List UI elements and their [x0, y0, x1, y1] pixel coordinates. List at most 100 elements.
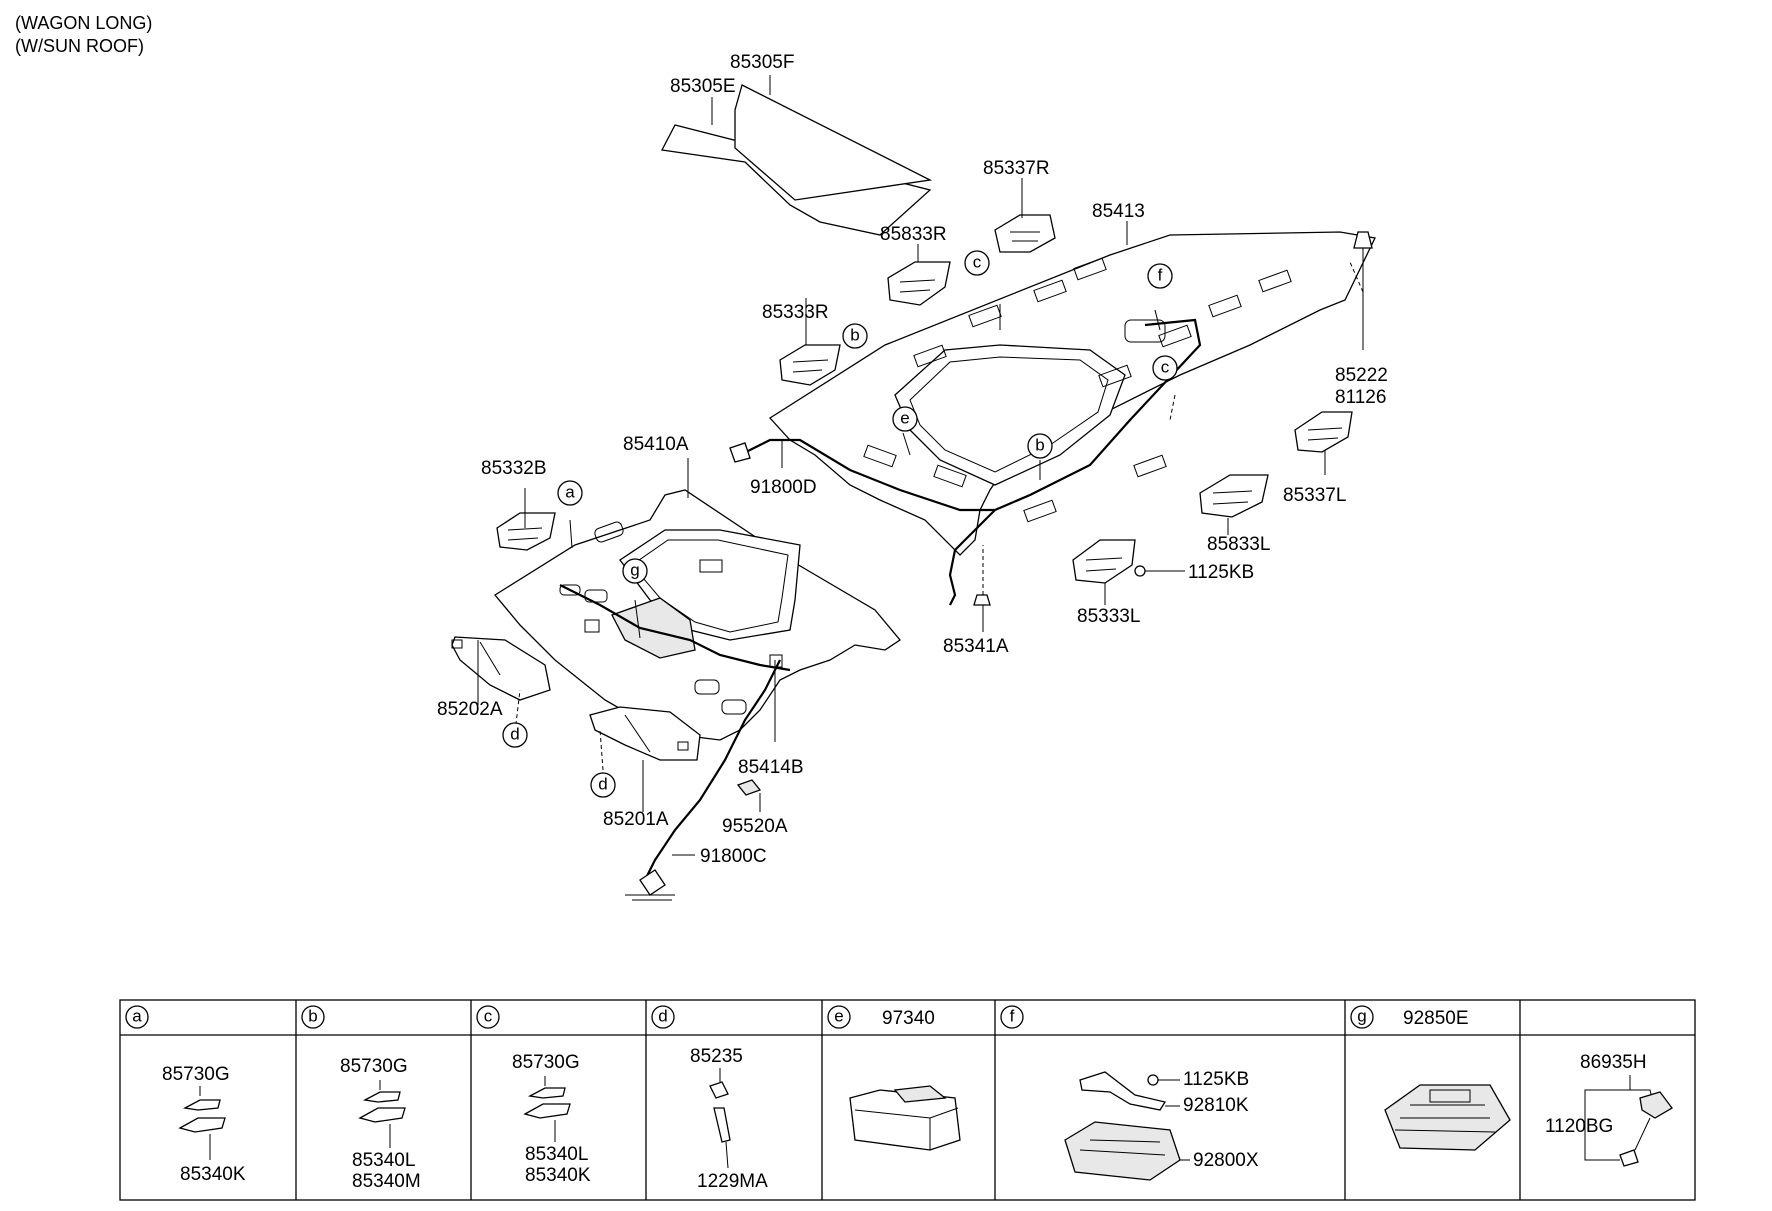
module-97340: [849, 1085, 961, 1151]
svg-text:e: e: [834, 1007, 843, 1026]
circle-ref-a: a: [557, 480, 583, 506]
circle-ref-b2: b: [1027, 433, 1053, 459]
callout-81126: 81126: [1335, 387, 1386, 408]
table-cell-c-header: c: [476, 1005, 500, 1029]
callout-85413: 85413: [1092, 201, 1145, 222]
table-cell-e-part: 97340: [882, 1008, 935, 1029]
svg-text:g: g: [630, 561, 639, 580]
svg-text:d: d: [598, 775, 607, 794]
table-b-part-1: 85730G: [340, 1056, 408, 1077]
callout-85833L: 85833L: [1207, 534, 1270, 555]
svg-text:d: d: [510, 725, 519, 744]
callout-85222: 85222: [1335, 365, 1388, 386]
table-c-part-2: 85340L: [525, 1144, 588, 1165]
circle-ref-b1: b: [842, 323, 868, 349]
table-c-part-3: 85340K: [525, 1165, 591, 1186]
callout-95520A: 95520A: [722, 816, 788, 837]
svg-text:a: a: [565, 483, 575, 502]
table-cell-f-header: f: [1000, 1005, 1024, 1029]
model-line-1: (WAGON LONG): [15, 13, 152, 33]
callout-85333L: 85333L: [1077, 606, 1140, 627]
svg-text:b: b: [308, 1007, 317, 1026]
headlining-85413: [739, 231, 1376, 606]
table-d-part-1: 85235: [690, 1046, 743, 1067]
circle-ref-c1: c: [964, 250, 990, 276]
circle-ref-g: g: [622, 558, 648, 584]
callout-85201A: 85201A: [603, 809, 669, 830]
connector-91800C: [625, 869, 675, 901]
callout-85341A: 85341A: [943, 636, 1009, 657]
table-cell-g-header: g: [1350, 1005, 1374, 1029]
sunroof-pad-85305F: [734, 84, 933, 201]
svg-text:a: a: [132, 1007, 142, 1026]
bracket-85333L: [1072, 539, 1136, 584]
svg-text:d: d: [658, 1007, 667, 1026]
callout-1125KB: 1125KB: [1188, 562, 1254, 583]
callout-85414B: 85414B: [738, 757, 804, 778]
bracket-85833R: [887, 261, 951, 306]
circle-ref-d1: d: [502, 722, 528, 748]
svg-text:b: b: [1035, 436, 1044, 455]
table-a-part-2: 85340K: [180, 1164, 246, 1185]
svg-text:c: c: [1161, 358, 1170, 377]
callout-85337R: 85337R: [983, 158, 1050, 179]
table-b-part-2: 85340L: [352, 1150, 415, 1171]
callout-85332B: 85332B: [481, 458, 547, 479]
callout-91800D: 91800D: [750, 477, 817, 498]
connector-91800D: [729, 442, 751, 463]
svg-text:b: b: [850, 326, 859, 345]
bracket-85332B: [496, 512, 556, 551]
room-lamp-f: [1064, 1071, 1190, 1181]
assist-handle-c: [523, 1076, 571, 1142]
table-d-part-2: 1229MA: [697, 1171, 768, 1192]
svg-text:f: f: [1158, 266, 1163, 285]
table-h-part-1: 86935H: [1580, 1052, 1647, 1073]
sensor-86935H: [1584, 1075, 1673, 1167]
svg-text:g: g: [1357, 1007, 1366, 1026]
callout-85833R: 85833R: [880, 224, 947, 245]
model-line-2: (W/SUN ROOF): [15, 36, 144, 56]
table-f-part-2: 92810K: [1183, 1095, 1249, 1116]
table-f-part-3: 92800X: [1193, 1150, 1259, 1171]
svg-text:e: e: [900, 409, 909, 428]
callout-85305E: 85305E: [670, 76, 736, 97]
bracket-85833L: [1199, 474, 1269, 518]
reference-table: a b c d e 97340 f g 92850E 85730G 85340K…: [119, 999, 1696, 1201]
circle-ref-f: f: [1147, 263, 1173, 289]
table-cell-e-header: e: [827, 1005, 851, 1029]
bracket-85337R: [994, 214, 1056, 253]
callout-91800C: 91800C: [700, 846, 767, 867]
overhead-console-92850E: [1384, 1084, 1511, 1151]
table-h-part-2: 1120BG: [1545, 1116, 1613, 1137]
svg-text:f: f: [1010, 1007, 1015, 1026]
clip-85341A: [973, 594, 991, 606]
table-cell-b-header: b: [301, 1005, 325, 1029]
table-c-part-1: 85730G: [512, 1052, 580, 1073]
callout-85410A: 85410A: [623, 434, 689, 455]
callout-85337L: 85337L: [1283, 485, 1346, 506]
table-cell-g-part: 92850E: [1403, 1008, 1469, 1029]
svg-text:c: c: [973, 253, 982, 272]
table-b-part-3: 85340M: [352, 1171, 421, 1192]
sunvisor-85202A: [451, 636, 551, 701]
bolt-1125KB: [1134, 565, 1155, 577]
clip-85222: [1353, 231, 1373, 258]
svg-text:c: c: [484, 1007, 493, 1026]
circle-ref-c2: c: [1152, 355, 1178, 381]
circle-ref-e: e: [892, 406, 918, 432]
bracket-85333R: [779, 344, 841, 386]
callout-85333R: 85333R: [762, 302, 829, 323]
assist-handle-b: [358, 1080, 406, 1148]
lamp-95520A: [736, 779, 762, 796]
leader-lines: [477, 75, 1364, 856]
assist-handle-a: [178, 1086, 226, 1160]
bracket-85337L: [1294, 411, 1353, 453]
circle-ref-d2: d: [590, 772, 616, 798]
callout-85305F: 85305F: [730, 52, 794, 73]
sunvisor-85201A: [589, 706, 701, 761]
headlining-85410A: [494, 489, 901, 881]
table-cell-a-header: a: [125, 1005, 149, 1029]
table-a-part-1: 85730G: [162, 1064, 230, 1085]
callout-85202A: 85202A: [437, 699, 503, 720]
